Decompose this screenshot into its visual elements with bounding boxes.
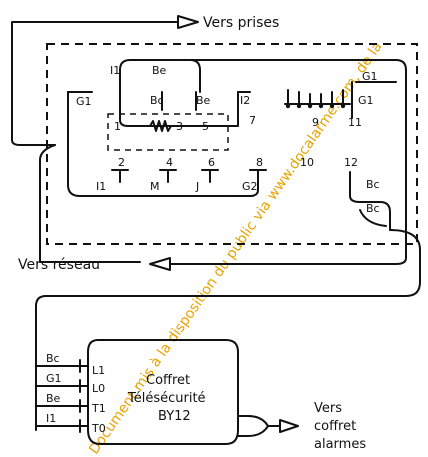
wire-to-coffret: [35, 229, 421, 351]
vers-coffret-label-line1: Vers: [314, 401, 342, 416]
label-i1-bottom: I1: [96, 180, 106, 193]
label-g2: G2: [242, 180, 258, 193]
vers-prises-label: Vers prises: [203, 15, 279, 31]
vers-coffret-alarmes-connection: [237, 415, 299, 437]
label-j: J: [195, 180, 199, 193]
bottom-terminals: [111, 169, 391, 265]
right-top-terminals: [179, 59, 407, 265]
label-g1-right-mid: G1: [358, 94, 374, 107]
vers-reseau-label: Vers réseau: [18, 257, 100, 273]
label-5: 5: [202, 120, 209, 133]
upper-left-group: [67, 59, 251, 197]
label-3: 3: [176, 120, 183, 133]
label-bc: Bc: [150, 94, 164, 107]
label-8: 8: [256, 156, 263, 169]
left-loop-wire: [11, 59, 56, 146]
vers-reseau-connection: Vers réseau: [18, 257, 291, 273]
label-1: 1: [114, 120, 121, 133]
label-g1-right-top: G1: [362, 70, 378, 83]
coffret-label-i1: I1: [46, 412, 56, 425]
coffret-title-line3: BY12: [158, 409, 191, 424]
label-g1-left: G1: [76, 95, 92, 108]
coffret-pin-l0: L0: [92, 382, 105, 395]
coffret-label-g1: G1: [46, 372, 62, 385]
label-be-mid: Be: [196, 94, 211, 107]
label-11: 11: [348, 116, 362, 129]
label-m: M: [150, 180, 160, 193]
label-4: 4: [166, 156, 173, 169]
label-be-top: Be: [152, 64, 167, 77]
label-6: 6: [208, 156, 215, 169]
label-bc-r2: Bc: [366, 202, 380, 215]
label-bc-r1: Bc: [366, 178, 380, 191]
coffret-box: [87, 339, 239, 445]
coffret-pin-l1: L1: [92, 364, 105, 377]
coffret-title-line1: Coffret: [146, 373, 190, 388]
label-9: 9: [312, 116, 319, 129]
coffret-title-line2: Télésécurité: [127, 391, 206, 406]
label-i2: I2: [240, 94, 250, 107]
coffret-left-bundle: [35, 349, 89, 433]
coffret-pin-t0: T0: [91, 422, 106, 435]
label-i1-top: I1: [110, 64, 120, 77]
vers-prises-connection: Vers prises: [11, 15, 279, 61]
label-2: 2: [118, 156, 125, 169]
inner-dashed-box: [107, 113, 229, 151]
vers-coffret-label-line2: coffret: [314, 419, 356, 434]
vers-coffret-label-line3: alarmes: [314, 437, 366, 452]
coffret-label-be: Be: [46, 392, 61, 405]
label-12: 12: [344, 156, 358, 169]
left-feed-wire: [39, 144, 141, 263]
label-7: 7: [249, 114, 256, 127]
coffret-label-bc: Bc: [46, 352, 60, 365]
label-10: 10: [300, 156, 314, 169]
coffret-pin-t1: T1: [91, 402, 106, 415]
